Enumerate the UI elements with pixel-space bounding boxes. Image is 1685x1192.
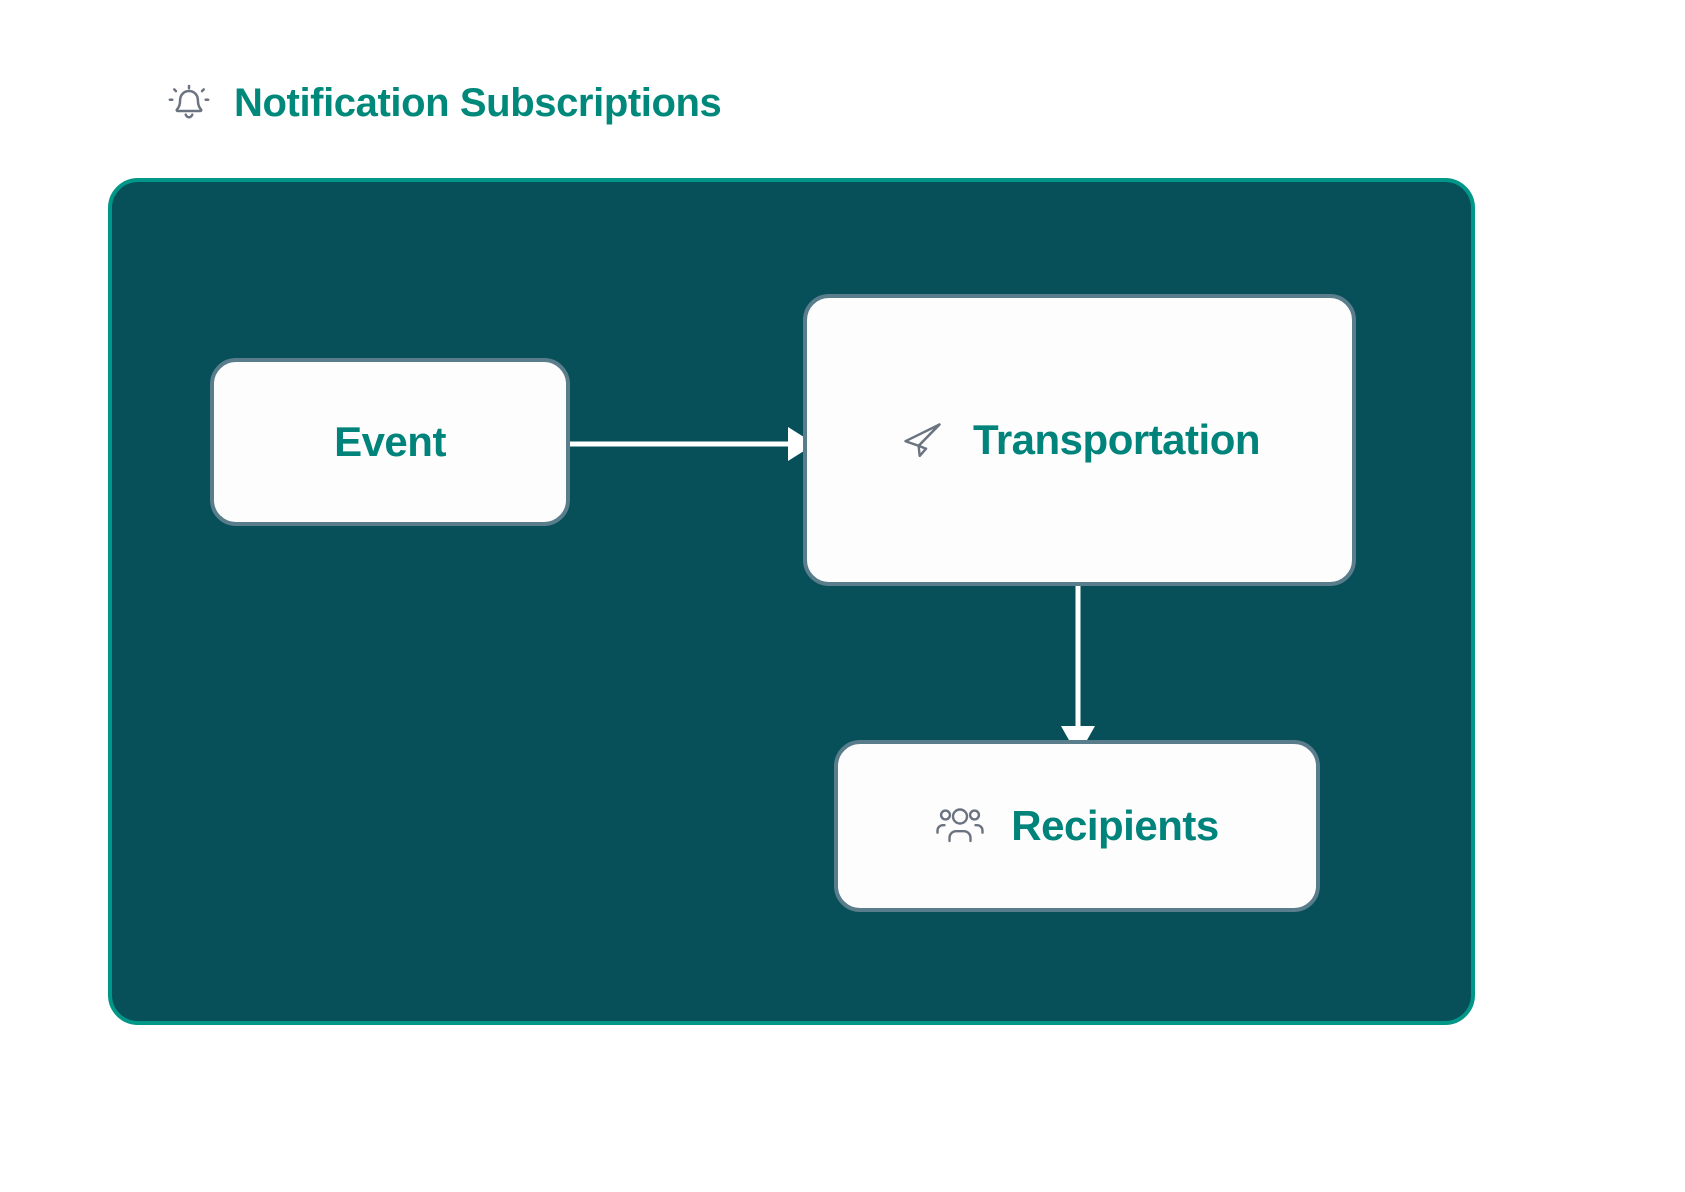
node-recipients-label: Recipients <box>1011 802 1219 849</box>
users-group-icon <box>935 804 985 848</box>
node-recipients[interactable]: Recipients <box>834 740 1320 912</box>
node-transportation-label: Transportation <box>972 416 1261 463</box>
edge-event-to-transportation <box>560 427 815 461</box>
page-header: Notification Subscriptions <box>166 80 722 126</box>
node-event-label: Event <box>334 418 446 465</box>
page-title: Notification Subscriptions <box>234 81 722 125</box>
edge-transportation-to-recipients <box>1061 578 1095 756</box>
bell-ringing-icon <box>166 80 212 126</box>
node-event[interactable]: Event <box>210 358 570 526</box>
node-transportation[interactable]: Transportation <box>803 294 1356 586</box>
paper-plane-icon <box>899 416 947 464</box>
